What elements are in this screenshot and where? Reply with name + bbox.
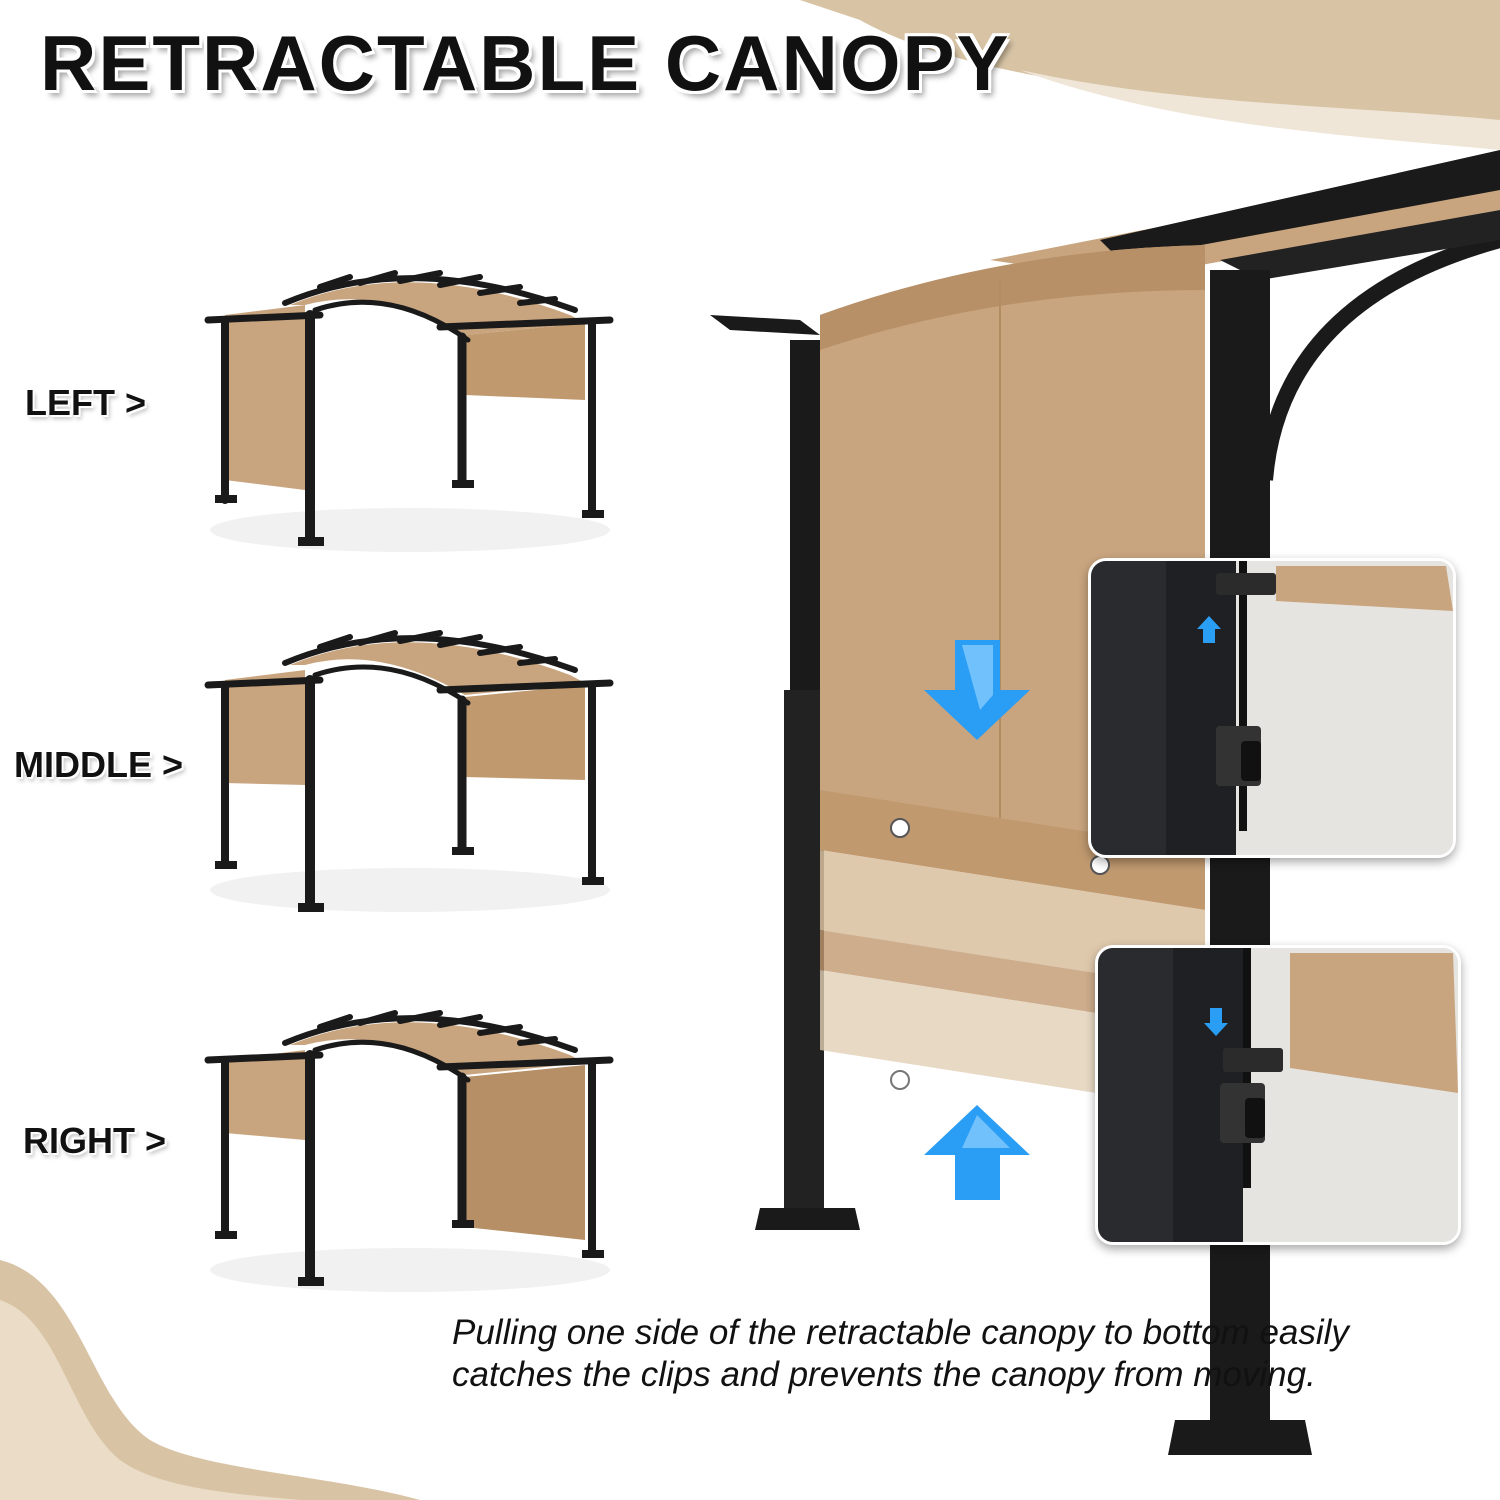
label-middle: MIDDLE > — [14, 744, 184, 785]
pergola-middle-position — [204, 630, 614, 912]
small-down-arrow-icon — [1204, 1008, 1228, 1036]
pergola-left-position — [204, 270, 614, 552]
up-arrow-icon — [924, 1105, 1030, 1200]
caption-text: Pulling one side of the retractable cano… — [452, 1313, 1349, 1394]
down-arrow-icon — [924, 640, 1030, 740]
page-title: RETRACTABLE CANOPY — [40, 19, 1011, 107]
pergola-right-position — [204, 1010, 614, 1292]
clip-detail-up — [1088, 558, 1456, 858]
label-left: LEFT > — [25, 382, 147, 423]
small-up-arrow-icon — [1197, 616, 1221, 643]
label-right: RIGHT > — [23, 1120, 167, 1161]
clip-detail-down — [1095, 945, 1461, 1245]
